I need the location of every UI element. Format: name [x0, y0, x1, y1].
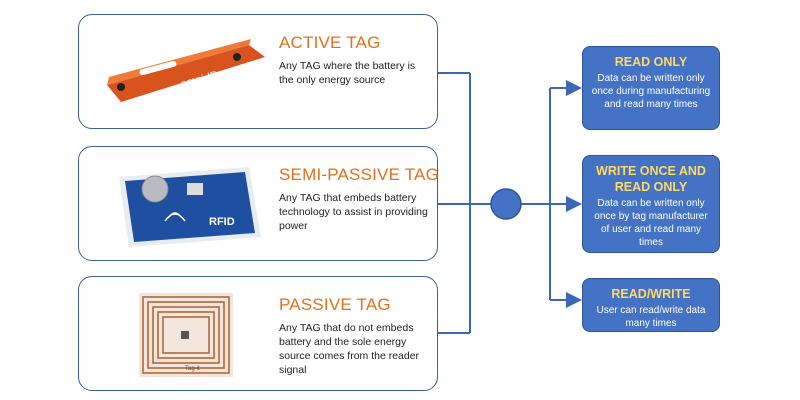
copper-coil-tag-image: Tag-it — [139, 293, 233, 377]
card-active-tag: omni-ID ACTIVE TAG Any TAG where the bat… — [78, 14, 438, 129]
box-write-once-read-only: WRITE ONCE AND READ ONLY Data can be wri… — [582, 155, 720, 253]
box-description: Data can be written only once during man… — [591, 73, 711, 110]
svg-text:RFID: RFID — [209, 216, 235, 228]
box-title: READ ONLY — [614, 55, 688, 69]
tag-description: Any TAG that embeds battery technology t… — [279, 192, 428, 232]
card-semi-passive-tag: RFID SEMI-PASSIVE TAG Any TAG that embed… — [78, 146, 440, 261]
box-title: WRITE ONCE AND READ ONLY — [596, 164, 706, 194]
box-description: Data can be written only once by tag man… — [594, 198, 708, 248]
card-passive-tag: Tag-it PASSIVE TAG Any TAG that do not e… — [78, 276, 438, 391]
orange-rfid-tag-image: omni-ID — [107, 39, 265, 102]
box-description: User can read/write data many times — [596, 305, 706, 329]
junction-node — [490, 188, 522, 220]
blue-rfid-card-image: RFID — [119, 167, 261, 247]
svg-text:Tag-it: Tag-it — [185, 366, 200, 372]
tag-title: ACTIVE TAG — [279, 33, 381, 52]
box-read-write: READ/WRITE User can read/write data many… — [582, 278, 720, 332]
tag-title: PASSIVE TAG — [279, 295, 391, 314]
box-read-only: READ ONLY Data can be written only once … — [582, 46, 720, 130]
tag-description: Any TAG where the battery is the only en… — [279, 60, 416, 86]
tag-title: SEMI-PASSIVE TAG — [279, 165, 440, 184]
box-title: READ/WRITE — [611, 287, 691, 301]
tag-description: Any TAG that do not embeds battery and t… — [279, 322, 420, 376]
